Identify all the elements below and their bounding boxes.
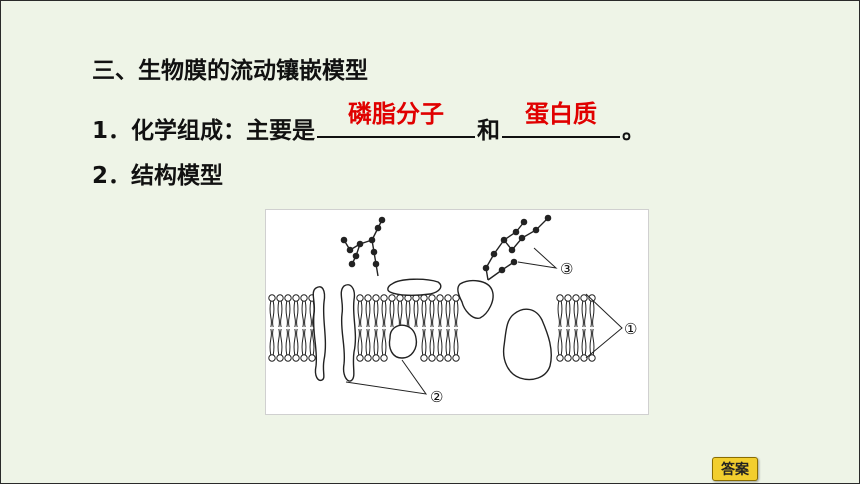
phospholipid [404, 294, 412, 328]
phospholipid [284, 328, 292, 362]
phospholipid [580, 294, 588, 328]
phospholipid [276, 294, 284, 328]
channel-protein-right [340, 284, 357, 382]
phospholipid [588, 328, 596, 362]
phospholipid [420, 328, 428, 362]
membrane-diagram: ③ ① ② [268, 214, 637, 406]
phospholipid [452, 328, 460, 362]
item1-prefix: 1．化学组成：主要是 [92, 118, 316, 144]
phospholipid [556, 294, 564, 328]
phospholipid [436, 294, 444, 328]
surface-protein-middle [457, 279, 494, 319]
phospholipid [276, 328, 284, 362]
phospholipid [420, 294, 428, 328]
integral-proteins [312, 278, 552, 382]
phospholipid [412, 294, 420, 328]
phospholipid [284, 294, 292, 328]
phospholipid [428, 294, 436, 328]
blank-1: 磷脂分子 [317, 102, 476, 138]
phospholipid [364, 328, 372, 362]
phospholipid [580, 328, 588, 362]
glycoprotein-chains [340, 214, 552, 281]
phospholipid [380, 294, 388, 328]
item1-suffix: 。 [622, 118, 646, 144]
phospholipid [428, 328, 436, 362]
phospholipid [308, 328, 316, 362]
peripheral-protein-top [387, 278, 442, 297]
phospholipid [268, 294, 276, 328]
phospholipid [444, 294, 452, 328]
section-heading: 三、生物膜的流动镶嵌模型 [92, 58, 368, 84]
membrane-model-figure: ③ ① ② [265, 209, 649, 415]
phospholipid [292, 328, 300, 362]
phospholipid [372, 328, 380, 362]
phospholipid [452, 294, 460, 328]
phospholipid [372, 294, 380, 328]
question-item-1: 1．化学组成：主要是 磷脂分子和蛋白质。 [92, 102, 646, 144]
phospholipid [436, 328, 444, 362]
leader-lines [345, 247, 623, 395]
lipid-bilayer [268, 294, 596, 362]
question-item-2: 2．结构模型 [92, 163, 224, 189]
phospholipid [300, 328, 308, 362]
phospholipid [396, 294, 404, 328]
large-integral-protein [502, 308, 552, 381]
figure-labels: ③ ① ② [430, 260, 637, 406]
inner-protein-small [388, 324, 418, 359]
phospholipid [300, 294, 308, 328]
phospholipid [564, 328, 572, 362]
label-3: ③ [560, 260, 573, 278]
phospholipid [564, 294, 572, 328]
label-1: ① [624, 320, 637, 338]
phospholipid [268, 328, 276, 362]
blank-2: 蛋白质 [502, 102, 621, 138]
item1-connector: 和 [477, 118, 501, 144]
channel-protein-left [312, 286, 327, 382]
phospholipid [572, 294, 580, 328]
phospholipid [556, 328, 564, 362]
answer-button[interactable]: 答案 [712, 457, 758, 481]
phospholipid [380, 328, 388, 362]
blank-1-answer: 磷脂分子 [348, 100, 445, 128]
phospholipid [388, 294, 396, 328]
phospholipid [444, 328, 452, 362]
phospholipid [572, 328, 580, 362]
phospholipid [356, 328, 364, 362]
phospholipid [588, 294, 596, 328]
phospholipid [292, 294, 300, 328]
phospholipid [356, 294, 364, 328]
label-2: ② [430, 388, 443, 406]
blank-2-answer: 蛋白质 [525, 100, 598, 128]
phospholipid [364, 294, 372, 328]
